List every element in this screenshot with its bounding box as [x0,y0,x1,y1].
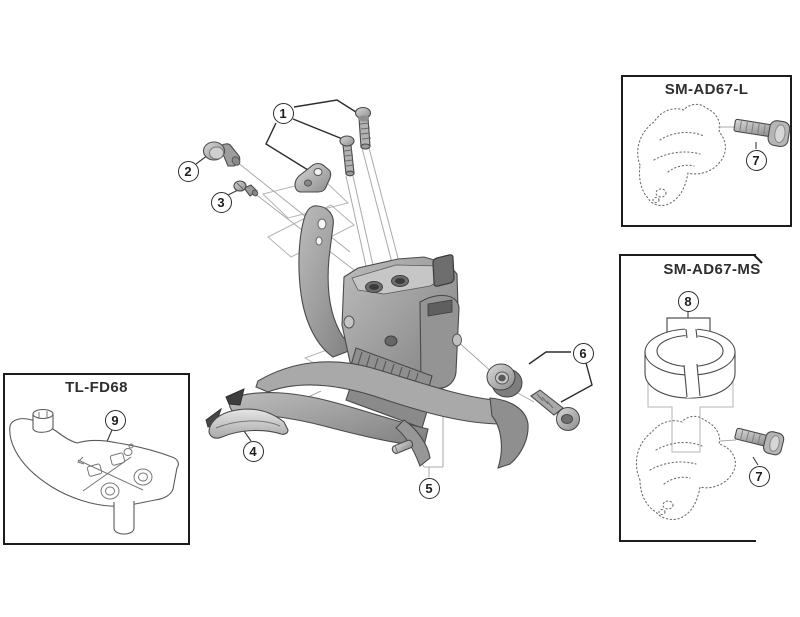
tool-markings [77,443,153,500]
fixing-bolt-right [354,106,372,150]
shim-ring [644,328,736,399]
clamp-band-bolt-l [733,118,791,148]
callout-3-badge: 3 [210,191,232,213]
callout-7-badge-ms: 7 [748,465,770,487]
callout-2-badge: 2 [177,160,199,182]
box-sm-ad67-l [621,75,792,227]
support-bolt [202,141,241,167]
shim-bracket [666,312,711,337]
tool-handle [113,501,135,535]
tool-post [32,408,54,433]
box-tl-fd68 [3,373,190,545]
clamp-band-bolt-ms [734,427,785,456]
callout-8-badge: 8 [677,290,699,312]
box-title-tl-fd68: TL-FD68 [65,379,128,396]
fixing-bolt-left [339,135,355,177]
clamp-bolt [530,389,580,431]
callout-7-badge-top: 7 [745,149,767,171]
band-adapter-ghost-l [637,103,726,207]
callout-6-badge: 6 [572,342,594,364]
callout-5-badge: 5 [418,477,440,499]
rubber-pad [432,254,455,287]
box-title-sm-ad67-ms: SM-AD67-MS [663,261,761,278]
adjust-screw [233,180,259,197]
band-adapter-ghost-ms [635,415,736,521]
callout-4-badge: 4 [242,440,264,462]
derailleur-body [298,205,462,399]
mounting-plate [294,162,332,193]
callout-1-badge: 1 [272,102,294,124]
chain-guide-cage [225,361,529,469]
box-sm-ad67-ms [619,254,785,542]
fd-tool [9,408,179,535]
spring-pin [391,439,414,454]
clamp-nut [486,363,523,398]
skid-plate [205,407,289,439]
box-title-sm-ad67-l: SM-AD67-L [664,81,749,98]
callout-9-badge: 9 [104,409,126,431]
